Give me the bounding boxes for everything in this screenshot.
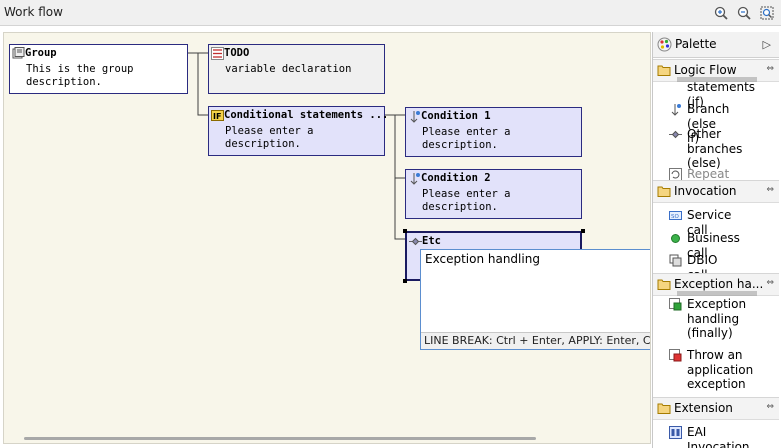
- item-label: Repeat: [687, 167, 730, 181]
- condition1-title: Condition 1: [421, 110, 491, 122]
- drawer-label: Extension: [674, 401, 733, 415]
- selection-handle[interactable]: [403, 279, 407, 283]
- item-label: Exception handling (finally): [687, 297, 747, 340]
- drawer-exception: Exception ha... ⇔ Exception handling (fi…: [653, 273, 779, 395]
- group-node[interactable]: Group This is the group description.: [9, 44, 188, 94]
- condition2-node[interactable]: Condition 2 Please enter a description.: [405, 169, 582, 219]
- pin-icon[interactable]: ⇔: [766, 64, 774, 74]
- eai-icon: [669, 426, 682, 439]
- drawer-overlay-bar: [677, 291, 757, 296]
- item-label: Other branches (else): [687, 127, 743, 170]
- condition2-description: Please enter a description.: [422, 188, 511, 213]
- editor-titlebar: Work flow: [0, 0, 781, 26]
- folder-open-icon: [657, 278, 672, 291]
- svg-text:SO: SO: [671, 214, 679, 220]
- folder-open-icon: [657, 185, 672, 198]
- item-label: Throw an application exception: [687, 348, 754, 391]
- drawer-label: Exception ha...: [674, 277, 764, 291]
- drawer-header-invocation[interactable]: Invocation ⇔: [653, 181, 779, 203]
- drawer-logic-flow: Logic Flow ⇔ statements (if) Branch (els…: [653, 59, 779, 181]
- selection-handle[interactable]: [403, 229, 407, 233]
- etc-title: Etc: [422, 235, 441, 247]
- todo-title: TODO: [224, 47, 250, 59]
- drawer-label: Invocation: [674, 184, 737, 198]
- drawer-invocation: Invocation ⇔ SO Service call Business ca…: [653, 180, 779, 282]
- drawer-overlay-bar: [677, 77, 757, 82]
- business-call-icon: [669, 232, 682, 245]
- item-label: Business call: [687, 231, 740, 260]
- horizontal-scrollbar[interactable]: [24, 437, 536, 440]
- folder-open-icon: [657, 402, 672, 415]
- fit-page-icon[interactable]: [759, 5, 775, 21]
- inline-text-editor[interactable]: Exception handling LINE BREAK: Ctrl + En…: [420, 249, 650, 350]
- finally-icon: [669, 298, 682, 311]
- todo-node[interactable]: TODO variable declaration: [208, 44, 385, 94]
- conditional-node[interactable]: IF Conditional statements ... Please ent…: [208, 106, 389, 156]
- palette-header[interactable]: Palette ▷: [653, 32, 779, 58]
- conditional-description: Please enter a description.: [225, 125, 314, 150]
- item-label: Branch (else if): [687, 102, 730, 145]
- other-branch-icon: [409, 235, 422, 248]
- svg-text:IF: IF: [213, 112, 221, 121]
- pin-icon[interactable]: ⇔: [766, 402, 774, 412]
- item-label: Service call: [687, 208, 732, 237]
- zoom-in-icon[interactable]: [713, 5, 729, 21]
- selection-handle[interactable]: [581, 229, 585, 233]
- other-branch-icon: [669, 128, 682, 141]
- folder-open-icon: [657, 64, 672, 77]
- condition1-description: Please enter a description.: [422, 126, 511, 151]
- group-description: This is the group description.: [26, 63, 134, 88]
- pin-icon[interactable]: ⇔: [766, 185, 774, 195]
- branch-icon: [669, 103, 682, 116]
- editor-hint: LINE BREAK: Ctrl + Enter, APPLY: Enter, …: [421, 332, 650, 349]
- if-icon: IF: [211, 109, 224, 122]
- zoom-out-icon[interactable]: [736, 5, 752, 21]
- service-call-icon: SO: [669, 209, 682, 222]
- palette-icon: [657, 37, 672, 52]
- drawer-extension: Extension ⇔ EAI Invocation: [653, 397, 779, 448]
- drawer-header-logic-flow[interactable]: Logic Flow ⇔: [653, 60, 779, 82]
- drawer-header-extension[interactable]: Extension ⇔: [653, 398, 779, 420]
- todo-description: variable declaration: [225, 63, 352, 75]
- item-label: EAI Invocation: [687, 425, 750, 448]
- todo-list-icon: [211, 47, 224, 60]
- palette-panel: Palette ▷ Logic Flow ⇔ statements (if) B…: [652, 32, 779, 448]
- branch-icon: [408, 110, 421, 123]
- throw-exception-icon: [669, 349, 682, 362]
- condition1-node[interactable]: Condition 1 Please enter a description.: [405, 107, 582, 157]
- branch-icon: [408, 172, 421, 185]
- dbio-icon: [669, 254, 682, 267]
- workflow-canvas[interactable]: Group This is the group description. TOD…: [3, 32, 651, 444]
- collapse-arrow-icon[interactable]: ▷: [762, 38, 771, 51]
- drawer-label: Logic Flow: [674, 63, 737, 77]
- conditional-title: Conditional statements ...: [224, 109, 389, 121]
- window-title: Work flow: [4, 5, 63, 19]
- item-label: statements (if): [687, 80, 756, 109]
- group-title: Group: [25, 47, 57, 59]
- editor-text[interactable]: Exception handling: [425, 252, 540, 266]
- connector-lines: [188, 52, 405, 240]
- drawer-header-exception[interactable]: Exception ha... ⇔: [653, 274, 779, 296]
- palette-title: Palette: [675, 37, 717, 51]
- pin-icon[interactable]: ⇔: [766, 278, 774, 288]
- condition2-title: Condition 2: [421, 172, 491, 184]
- group-icon: [12, 47, 25, 60]
